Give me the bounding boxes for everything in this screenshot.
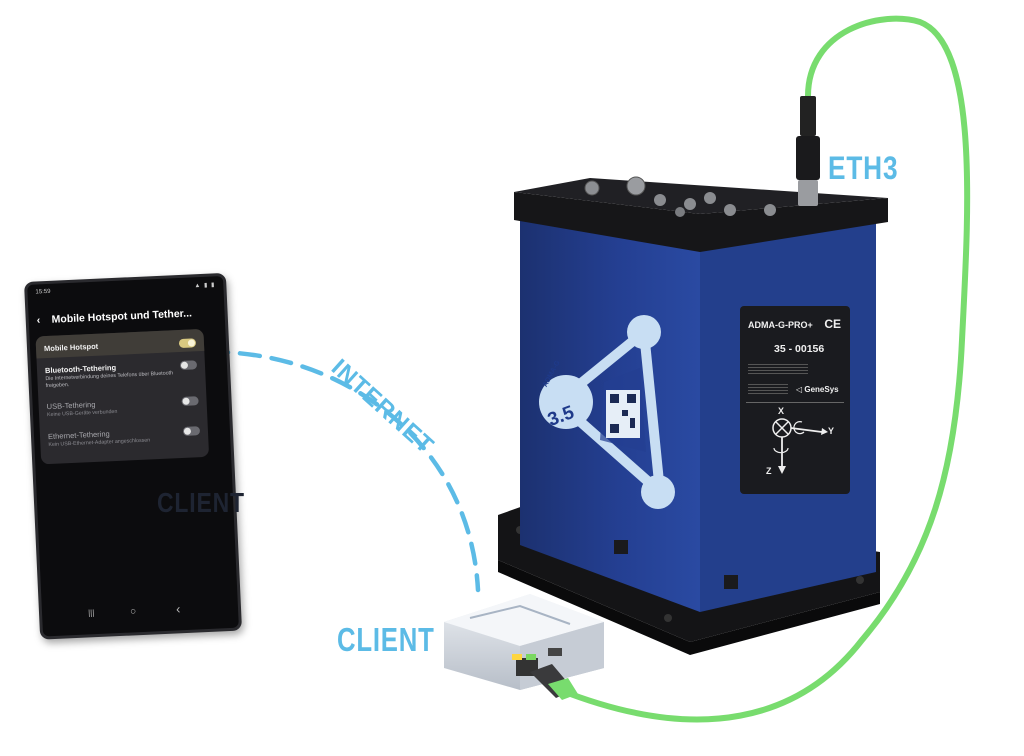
plate-fine-print	[748, 364, 808, 376]
screen-header: ‹ Mobile Hotspot und Tether...	[36, 306, 219, 330]
status-time: 15:59	[35, 288, 51, 296]
setting-row-bluetooth-tethering[interactable]: Bluetooth-Tethering Die Internetverbindu…	[45, 359, 198, 390]
eth3-connector	[796, 96, 820, 206]
bluetooth-tethering-toggle[interactable]	[179, 360, 198, 371]
home-icon[interactable]: ○	[129, 606, 137, 618]
navigation-bar: ||| ○ ‹	[42, 601, 238, 625]
back-arrow-icon[interactable]: ‹	[36, 314, 41, 327]
eth3-label: ETH3	[828, 150, 899, 186]
device-model: ADMA-G-PRO+	[748, 320, 813, 330]
plate-fine-print	[748, 384, 788, 394]
screen-title: Mobile Hotspot und Tether...	[51, 307, 193, 326]
device-screw	[724, 575, 738, 589]
axis-diagram-icon	[772, 418, 828, 474]
usb-tethering-toggle[interactable]	[181, 396, 199, 406]
axis-x-label: X	[778, 406, 785, 416]
recent-apps-icon[interactable]: |||	[87, 608, 95, 618]
axis-z-label: Z	[766, 466, 772, 476]
device-screw	[614, 540, 628, 554]
plate-divider	[746, 402, 844, 403]
device-label-plate: ADMA-G-PRO+ CE 35 - 00156 ◁ GeneSys X Y …	[740, 306, 850, 494]
nav-back-icon[interactable]: ‹	[175, 601, 181, 617]
mobile-hotspot-toggle[interactable]	[178, 338, 197, 349]
tethering-settings-card: Mobile Hotspot Bluetooth-Tethering Die I…	[35, 328, 210, 465]
signal-battery-icon: ▲ ▮ ▮	[194, 282, 216, 290]
ethernet-cable	[557, 15, 971, 723]
setting-row-usb-tethering[interactable]: USB-Tethering Keine USB-Geräte verbunden	[46, 395, 199, 419]
ce-mark: CE	[824, 317, 841, 331]
setting-row-ethernet-tethering[interactable]: Ethernet-Tethering Kein USB-Ethernet-Ada…	[48, 425, 201, 449]
device-lid	[514, 176, 888, 252]
axis-y-label: Y	[828, 426, 835, 436]
client-label: CLIENT	[337, 621, 435, 658]
status-bar: 15:59 ▲ ▮ ▮	[35, 281, 215, 299]
brand-logo: ◁ GeneSys	[796, 385, 839, 394]
smartphone: 15:59 ▲ ▮ ▮ ‹ Mobile Hotspot und Tether.…	[24, 272, 243, 640]
brand-name: GeneSys	[804, 385, 839, 394]
client-router	[444, 594, 604, 690]
client-cable-plug	[530, 664, 578, 700]
device-triangle-badge	[539, 315, 675, 509]
ethernet-tethering-toggle[interactable]	[182, 426, 201, 436]
client-ghost-label: CLIENT	[157, 487, 245, 518]
internet-connection-line	[205, 349, 481, 593]
device-serial: 35 - 00156	[774, 343, 825, 355]
